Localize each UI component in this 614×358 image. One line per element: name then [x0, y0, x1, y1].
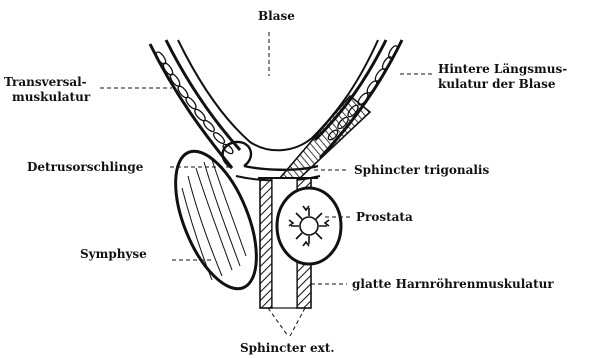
label-glatte-harnroehrenmuskulatur: glatte Harnröhrenmuskulatur [352, 277, 554, 291]
label-detrusorschlinge: Detrusorschlinge [27, 160, 144, 174]
bladder-wall [150, 40, 402, 168]
label-blase: Blase [258, 9, 295, 23]
label-prostata: Prostata [356, 210, 413, 224]
label-sphincter-ext: Sphincter ext. [240, 341, 335, 355]
label-transversalmuskulatur-1: Transversal- [4, 75, 87, 89]
label-hintere-laengsmuskulatur-2: kulatur der Blase [438, 77, 556, 91]
symphyse-bone [159, 140, 273, 299]
label-hintere-laengsmuskulatur-1: Hintere Längsmus- [438, 62, 567, 76]
label-transversalmuskulatur-2: muskulatur [12, 90, 91, 104]
label-symphyse: Symphyse [80, 247, 147, 261]
transversal-fibers [155, 51, 235, 156]
prostata-gland [277, 188, 341, 264]
label-sphincter-trigonalis: Sphincter trigonalis [354, 163, 489, 177]
